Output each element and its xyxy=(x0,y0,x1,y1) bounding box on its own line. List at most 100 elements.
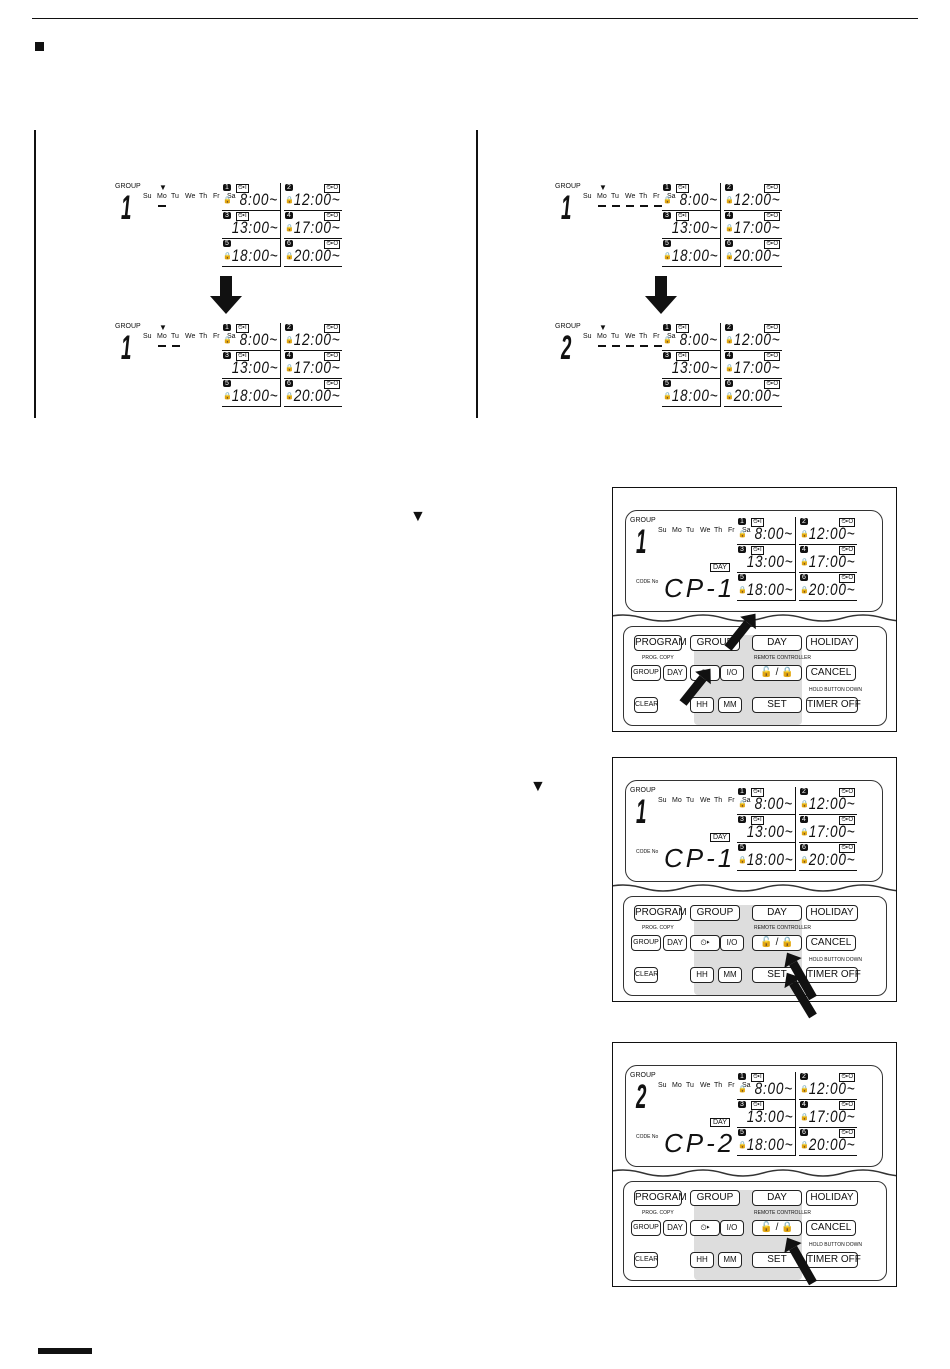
set-button[interactable]: SET xyxy=(752,967,802,983)
set-button[interactable]: SET xyxy=(752,697,802,713)
group-number: 1 xyxy=(561,189,572,227)
program-slot: 6⏲▸O🔒20:00~ xyxy=(284,239,342,267)
mm-button[interactable]: MM xyxy=(718,1252,742,1268)
day-button[interactable]: DAY xyxy=(752,1190,802,1206)
holiday-button[interactable]: HOLIDAY xyxy=(806,905,858,921)
day-copy-label: DAY xyxy=(710,1118,730,1127)
group-button[interactable]: GROUP xyxy=(690,1190,740,1206)
section-bullet xyxy=(35,42,44,51)
program-time: 20:00~ xyxy=(293,386,340,405)
lock-icon: 🔒 xyxy=(800,857,809,864)
program-slot: 6⏲▸O🔒20:00~ xyxy=(724,239,782,267)
cancel-button[interactable]: CANCEL xyxy=(806,935,856,951)
clear-button[interactable]: CLEAR xyxy=(634,697,658,713)
program-number: 6 xyxy=(285,240,293,247)
lock-button[interactable]: 🔓 / 🔒 xyxy=(752,665,802,681)
program-number: 3 xyxy=(738,546,746,553)
timer-off-button[interactable]: TIMER OFF xyxy=(806,697,861,713)
program-time: 13:00~ xyxy=(746,1107,793,1126)
program-number: 5 xyxy=(738,844,746,851)
copy-day-button[interactable]: DAY xyxy=(663,665,687,681)
code-display: CP-1 xyxy=(664,843,736,873)
lock-button[interactable]: 🔓 / 🔒 xyxy=(752,935,802,951)
timer-mode-icon: ⏲▸I xyxy=(751,1073,764,1082)
lock-icon: 🔒 xyxy=(738,531,747,538)
mm-button[interactable]: MM xyxy=(718,697,742,713)
timer-mode-icon: ⏲▸I xyxy=(676,324,689,333)
copy-group-button[interactable]: GROUP xyxy=(631,1220,661,1236)
mm-button[interactable]: MM xyxy=(718,967,742,983)
program-time: 17:00~ xyxy=(808,552,855,571)
copy-group-button[interactable]: GROUP xyxy=(631,665,661,681)
io-button[interactable]: I/O xyxy=(720,935,744,951)
clock-button[interactable]: ⏲▸ xyxy=(690,935,720,951)
program-number: 4 xyxy=(800,546,808,553)
group-number: 1 xyxy=(121,329,132,367)
program-number: 5 xyxy=(223,380,231,387)
group-button[interactable]: GROUP xyxy=(690,635,740,651)
lock-button[interactable]: 🔓 / 🔒 xyxy=(752,1220,802,1236)
clock-button[interactable]: ⏲▸ xyxy=(690,1220,720,1236)
program-time: 18:00~ xyxy=(746,850,793,869)
hh-button[interactable]: HH xyxy=(690,967,714,983)
program-button[interactable]: PROGRAM xyxy=(634,635,687,651)
io-button[interactable]: I/O xyxy=(720,665,744,681)
program-time: 13:00~ xyxy=(231,218,278,237)
program-number: 2 xyxy=(285,324,293,331)
day-button[interactable]: DAY xyxy=(752,635,802,651)
clear-button[interactable]: CLEAR xyxy=(634,1252,658,1268)
day-button[interactable]: DAY xyxy=(752,905,802,921)
group-button[interactable]: GROUP xyxy=(690,905,740,921)
day-th: Th xyxy=(199,333,208,340)
cancel-button[interactable]: CANCEL xyxy=(806,1220,856,1236)
timer-mode-icon: ⏲▸O xyxy=(324,212,340,221)
day-sa: Sa xyxy=(227,193,236,200)
program-slot: 4⏲▸O🔒17:00~ xyxy=(799,815,857,843)
copy-day-button[interactable]: DAY xyxy=(663,935,687,951)
program-number: 6 xyxy=(800,574,808,581)
program-number: 1 xyxy=(223,184,231,191)
program-time: 20:00~ xyxy=(733,246,780,265)
program-button[interactable]: PROGRAM xyxy=(634,1190,687,1206)
cancel-button[interactable]: CANCEL xyxy=(806,665,856,681)
timer-off-button[interactable]: TIMER OFF xyxy=(806,1252,861,1268)
program-time: 18:00~ xyxy=(671,386,718,405)
lock-icon: 🔒 xyxy=(223,197,232,204)
timer-mode-icon: ⏲▸O xyxy=(764,240,780,249)
timer-mode-icon: ⏲▸I xyxy=(676,184,689,193)
day-sa: Sa xyxy=(667,333,676,340)
program-slot: 6⏲▸O🔒20:00~ xyxy=(799,573,857,601)
hh-button[interactable]: HH xyxy=(690,1252,714,1268)
grid-divider xyxy=(795,1072,796,1156)
day-mo: Mo xyxy=(672,527,682,534)
program-number: 3 xyxy=(663,352,671,359)
set-button[interactable]: SET xyxy=(752,1252,802,1268)
holiday-button[interactable]: HOLIDAY xyxy=(806,635,858,651)
copy-group-button[interactable]: GROUP xyxy=(631,935,661,951)
timer-mode-icon: ⏲▸I xyxy=(236,212,249,221)
program-time: 8:00~ xyxy=(754,794,793,813)
program-time: 17:00~ xyxy=(293,218,340,237)
clear-button[interactable]: CLEAR xyxy=(634,967,658,983)
copy-day-button[interactable]: DAY xyxy=(663,1220,687,1236)
header-rule xyxy=(32,18,918,19)
group-number: 1 xyxy=(636,793,647,831)
timer-mode-icon: ⏲▸I xyxy=(751,518,764,527)
program-number: 3 xyxy=(223,212,231,219)
timer-mode-icon: ⏲▸O xyxy=(839,574,855,583)
program-number: 4 xyxy=(800,816,808,823)
io-button[interactable]: I/O xyxy=(720,1220,744,1236)
holiday-button[interactable]: HOLIDAY xyxy=(806,1190,858,1206)
hh-button[interactable]: HH xyxy=(690,697,714,713)
timer-off-button[interactable]: TIMER OFF xyxy=(806,967,861,983)
day-we: We xyxy=(700,527,711,534)
program-button[interactable]: PROGRAM xyxy=(634,905,687,921)
clock-button[interactable]: ⏲▸ xyxy=(690,665,720,681)
program-slot: 2⏲▸O🔒12:00~ xyxy=(284,183,342,211)
program-slot: 5🔒18:00~ xyxy=(737,1128,795,1156)
